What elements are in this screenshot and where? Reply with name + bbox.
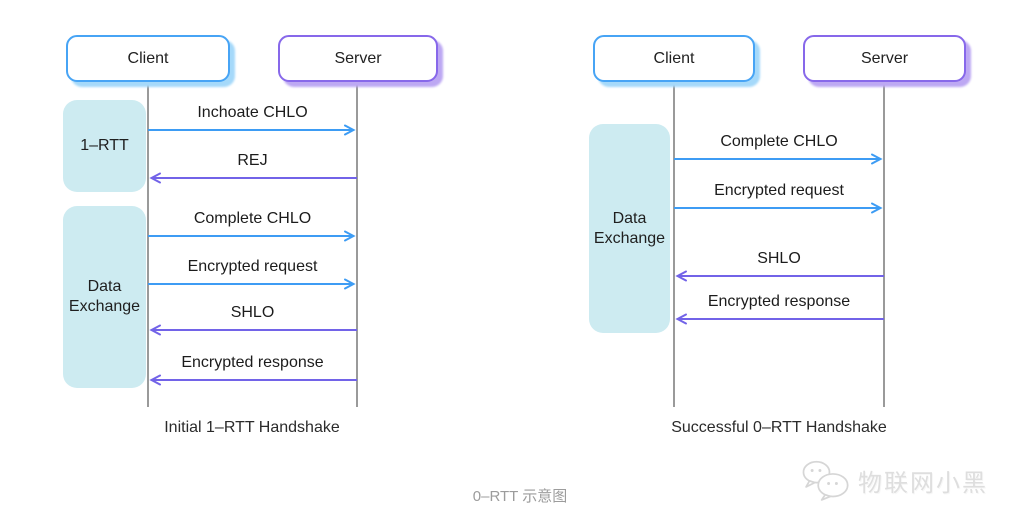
wechat-icon: [802, 460, 849, 501]
actor-box-client-right: Client: [593, 35, 755, 82]
message-arrow-left: [149, 172, 357, 184]
message-arrow-left: [675, 270, 884, 282]
message-label: Encrypted request: [187, 258, 318, 275]
message-arrow-right: [148, 278, 356, 290]
message-arrow-left: [149, 374, 357, 386]
phase-label: Data Exchange: [593, 209, 666, 247]
diagram-caption-right: Successful 0–RTT Handshake: [671, 419, 887, 436]
actor-label: Server: [860, 49, 909, 67]
watermark: 物联网小黑: [800, 458, 988, 502]
client-lifeline-left: [147, 82, 149, 407]
message-arrow-left: [149, 324, 357, 336]
message-label: Encrypted request: [714, 182, 844, 199]
message-label: Encrypted response: [707, 293, 851, 310]
actor-box-server-left: Server: [278, 35, 438, 82]
phase-box-data-exchange-right: Data Exchange: [589, 124, 670, 333]
actor-box-client-left: Client: [66, 35, 230, 82]
message-label: Complete CHLO: [720, 133, 838, 150]
phase-label: Data Exchange: [68, 278, 141, 315]
server-lifeline-right: [883, 82, 885, 407]
message-label: REJ: [237, 152, 268, 169]
actor-label: Client: [653, 49, 695, 67]
message-arrow-right: [674, 153, 883, 165]
actor-box-server-right: Server: [803, 35, 966, 82]
phase-label: 1–RTT: [80, 137, 129, 154]
server-lifeline-left: [356, 82, 358, 407]
client-lifeline-right: [673, 82, 675, 407]
message-arrow-left: [675, 313, 884, 325]
actor-label: Client: [127, 49, 169, 67]
message-label: Inchoate CHLO: [197, 104, 308, 121]
phase-box-1rtt: 1–RTT: [63, 100, 146, 192]
diagram-caption-left: Initial 1–RTT Handshake: [164, 419, 340, 436]
message-label: Encrypted response: [181, 354, 324, 371]
message-arrow-right: [674, 202, 883, 214]
actor-label: Server: [334, 49, 382, 67]
message-label: SHLO: [757, 250, 801, 267]
message-arrow-right: [148, 124, 356, 136]
message-label: SHLO: [230, 304, 275, 321]
phase-box-data-exchange-left: Data Exchange: [63, 206, 146, 388]
message-label: Complete CHLO: [193, 210, 312, 227]
message-arrow-right: [148, 230, 356, 242]
watermark-text: 物联网小黑: [858, 469, 988, 497]
footer-caption: 0–RTT 示意图: [472, 488, 568, 505]
